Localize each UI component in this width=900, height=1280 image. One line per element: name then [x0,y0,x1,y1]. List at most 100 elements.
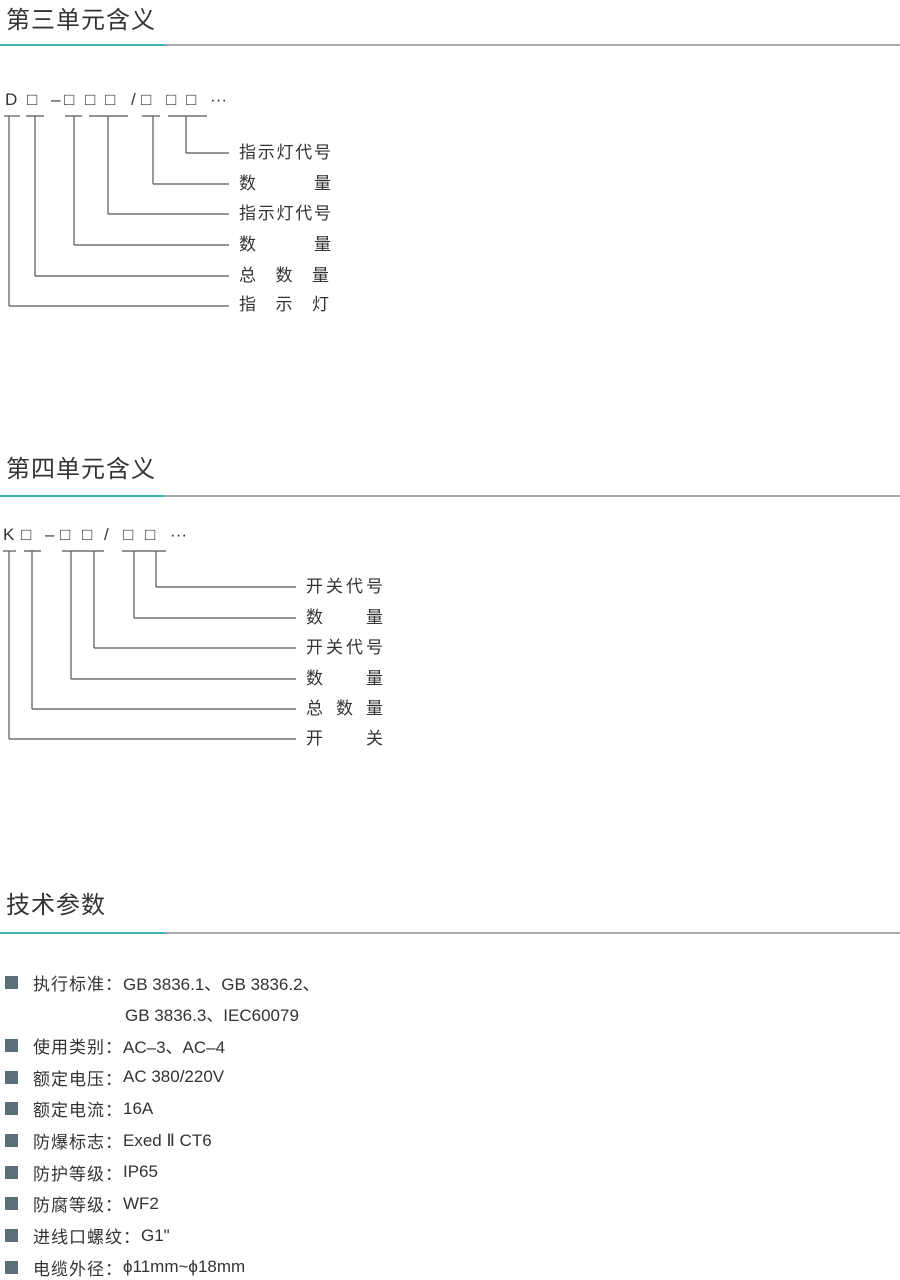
diagram-label: 指示灯 [239,295,329,315]
spec-row: 电缆外径：ϕ11mm~ϕ18mm [0,1256,246,1279]
section-title-unit3: 第三单元含义 [6,7,156,34]
label-char: 号 [314,204,331,223]
code-token: – [51,90,61,109]
diagram-label: 数量 [239,174,331,194]
diagram-lines-unit3 [4,115,229,307]
section-divider [0,44,900,46]
code-token: D [5,90,18,109]
bullet-square-icon [5,1165,18,1179]
label-char: 示 [275,295,293,314]
spec-value: AC–3、AC–4 [123,1037,226,1057]
diagram-label: 数量 [306,608,383,628]
label-char: 代 [346,577,363,596]
label-char: 开 [306,577,323,596]
label-char: 灯 [276,204,294,223]
bullet-square-icon [5,1229,18,1243]
label-char: 指 [239,143,256,162]
code-token: □ [27,90,38,109]
diagram-label: 数量 [306,669,383,689]
code-token: □ [145,525,156,544]
label-char: 关 [326,577,343,596]
section-divider [0,932,900,934]
bullet-square-icon [5,1038,18,1052]
code-token: K [3,525,15,544]
spec-value: IP65 [123,1162,158,1182]
spec-value-continued: GB 3836.3、IEC60079 [125,1006,299,1026]
spec-key: 电缆外径： [33,1259,123,1279]
spec-value: WF2 [123,1193,159,1213]
section-title-unit4: 第四单元含义 [6,456,156,483]
spec-row: 额定电压：AC 380/220V [0,1066,225,1089]
label-char: 量 [366,699,383,718]
diagram-label: 指示灯代号 [239,143,331,163]
spec-row: 额定电流：16A [0,1098,153,1120]
bullet-square-icon [5,1260,18,1274]
label-char: 代 [346,638,363,657]
label-char: 数 [239,174,256,193]
label-char: 灯 [312,295,329,314]
spec-key: 防腐等级： [33,1196,123,1216]
label-char: 指 [239,295,256,314]
label-char: 代 [295,143,313,162]
bullet-square-icon [5,1070,18,1084]
diagram-label: 总数量 [306,699,383,719]
bullet-square-icon [5,1197,18,1211]
label-char: 总 [239,266,256,285]
spec-key: 额定电流： [33,1101,123,1121]
code-token: – [45,525,55,544]
label-char: 数 [306,669,323,688]
spec-value: GB 3836.1、GB 3836.2、 [123,974,320,994]
diagram-lines-unit4 [3,550,296,740]
code-token: / [131,90,136,109]
label-char: 灯 [276,143,294,162]
bullet-square-icon [5,1102,18,1116]
label-char: 示 [257,143,275,162]
spec-value: AC 380/220V [123,1067,225,1087]
spec-value: Exed Ⅱ CT6 [123,1130,212,1150]
code-token: □ [123,525,134,544]
label-char: 号 [366,638,383,657]
code-token: □ [105,90,116,109]
code-token: □ [166,90,177,109]
spec-row: 防腐等级：WF2 [0,1193,159,1215]
code-token: □ [186,90,197,109]
label-char: 关 [326,638,343,657]
label-char: 数 [275,266,293,285]
label-char: 关 [366,729,383,748]
diagram-label: 开关代号 [306,638,383,658]
spec-key: 防爆标志： [33,1133,123,1152]
label-char: 量 [312,266,329,285]
label-char: 总 [306,699,323,718]
bullet-square-icon [5,1134,18,1147]
label-char: 指 [239,204,256,223]
label-char: 数 [336,699,353,718]
label-char: 数 [239,235,256,254]
code-token: □ [85,90,96,109]
diagram-label: 总数量 [239,266,329,286]
spec-value: ϕ11mm~ϕ18mm [123,1257,246,1277]
spec-key: 进线口螺纹： [33,1228,141,1248]
code-token: □ [141,90,152,109]
spec-value: 16A [123,1098,154,1118]
spec-row: 防爆标志：Exed Ⅱ CT6 [0,1130,212,1152]
label-char: 量 [314,235,331,254]
spec-value: G1" [141,1225,170,1245]
code-token: / [104,525,109,544]
label-char: 号 [366,577,383,596]
spec-key: 使用类别： [33,1037,123,1057]
label-char: 开 [306,729,323,748]
code-token: □ [82,525,93,544]
label-char: 开 [306,638,323,657]
spec-row: 进线口螺纹：G1" [0,1225,170,1247]
label-char: 号 [314,143,331,162]
spec-key: 额定电压： [33,1069,123,1089]
code-token: ··· [210,90,227,109]
code-token: □ [64,90,75,109]
diagram-label: 指示灯代号 [239,204,331,224]
diagram-label: 开关 [306,729,383,749]
label-char: 量 [366,608,383,627]
label-char: 数 [306,608,323,627]
spec-row: 防护等级：IP65 [0,1161,158,1184]
section-divider [0,495,900,497]
code-token: ··· [170,525,187,544]
